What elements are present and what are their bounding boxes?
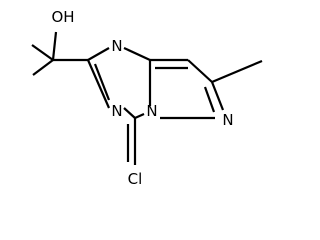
pyrazole-nitrogen-label: N xyxy=(222,111,233,129)
bond-c2-n-top xyxy=(87,47,110,61)
bond-c2-n-bottom xyxy=(86,59,111,109)
chlorine-label: Cl xyxy=(128,170,143,188)
ring-nitrogen-bridge-label: N xyxy=(146,102,157,120)
bond-quaternary-carbon-to-hydroxyl xyxy=(51,31,58,61)
molecule-structure: OH N N N N Cl xyxy=(31,8,263,188)
bond-c7-n-pyrazole xyxy=(210,81,225,111)
atom-labels: OH N N N N Cl xyxy=(51,8,233,188)
bond-c2-n-bottom-double xyxy=(93,63,111,101)
bond-quaternary-carbon-to-methyl-left xyxy=(31,44,54,61)
bond-quaternary-carbon-to-methyl-bottom xyxy=(32,59,54,76)
ring-nitrogen-bottom-label: N xyxy=(111,102,122,120)
bond-n-top-c8a xyxy=(123,47,151,61)
bond-c4-n-bridge xyxy=(134,112,145,120)
hydroxyl-label: OH xyxy=(51,8,74,26)
bond-c7-n-pyrazole-double xyxy=(203,86,216,113)
ring-nitrogen-top-label: N xyxy=(111,37,122,55)
bonds xyxy=(31,31,263,165)
structure-diagram: OH N N N N Cl xyxy=(31,8,263,188)
bond-n-bottom-c4 xyxy=(123,107,136,119)
bond-c8-c7 xyxy=(187,59,213,83)
bond-c7-methyl xyxy=(211,59,263,84)
